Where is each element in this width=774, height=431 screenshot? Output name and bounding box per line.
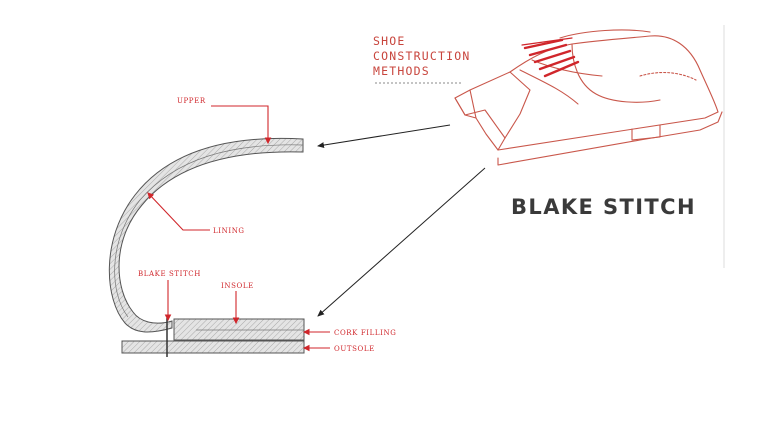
leader-upper — [211, 105, 272, 145]
cross-section — [108, 137, 305, 357]
label-outsole: OUTSOLE — [334, 345, 375, 353]
upper-and-lining-wall — [108, 137, 304, 333]
header-title-line-2: CONSTRUCTION — [373, 49, 470, 63]
header-title-line-3: METHODS — [373, 64, 430, 78]
header-title: SHOE CONSTRUCTION METHODS — [373, 34, 470, 84]
main-title: BLAKE STITCH — [511, 195, 696, 219]
callout-arrow-sole — [317, 167, 486, 317]
label-upper: UPPER — [177, 97, 206, 105]
label-cork-filling: CORK FILLING — [334, 329, 396, 337]
label-lining: LINING — [213, 227, 245, 235]
leader-lining — [147, 192, 210, 231]
red-leader-lines — [147, 105, 330, 352]
label-blake-stitch: BLAKE STITCH — [138, 270, 201, 278]
outsole-layer — [121, 340, 305, 354]
shoe-laces — [523, 38, 580, 78]
label-insole: INSOLE — [221, 282, 254, 290]
callout-arrow-upper — [317, 124, 451, 149]
header-title-line-1: SHOE — [373, 34, 406, 48]
shoe-sole-edge — [497, 111, 723, 166]
shoe-cutaway-section — [454, 71, 531, 151]
shoe-illustration — [454, 29, 723, 166]
shoe-heel — [631, 124, 661, 141]
insole-layer — [173, 318, 305, 341]
